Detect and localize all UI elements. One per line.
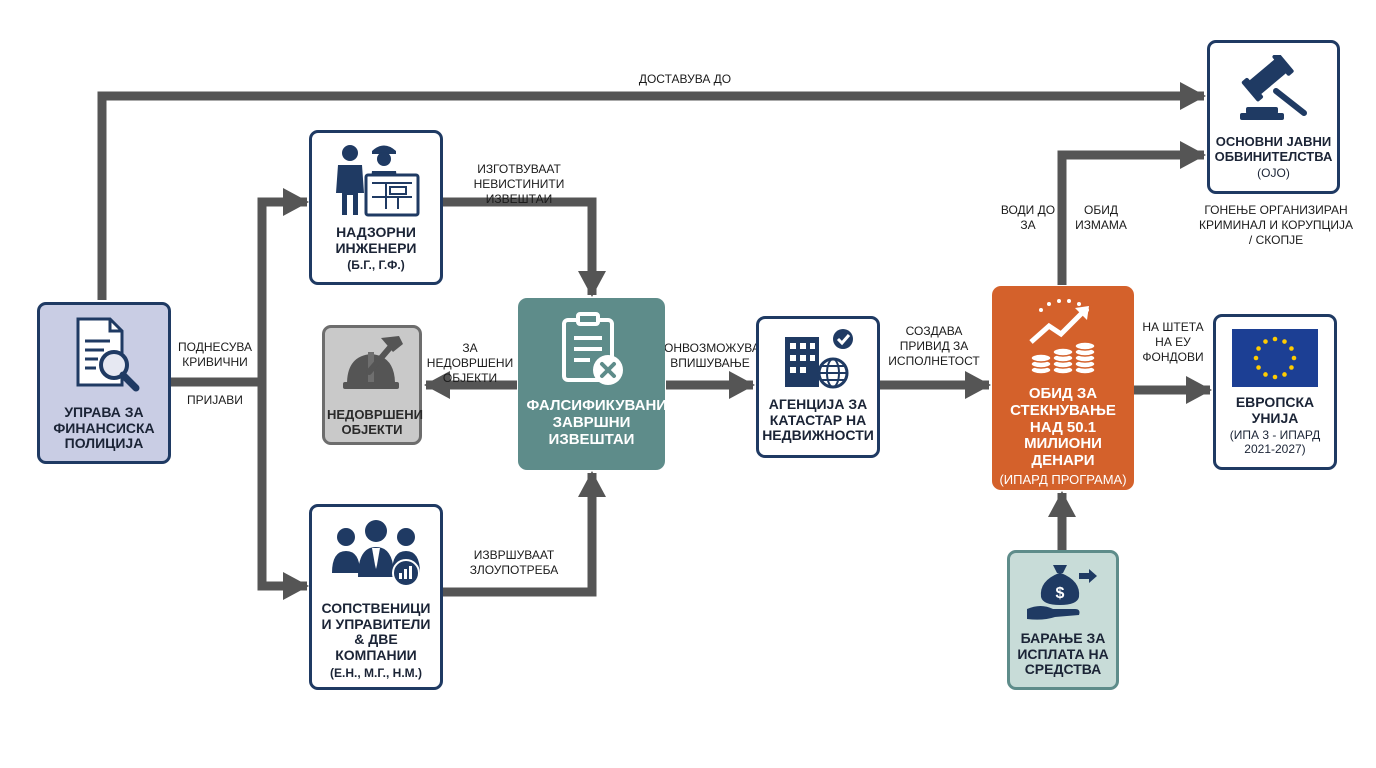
arrow-to-engineers: [257, 188, 309, 382]
edge-label-files: ПОДНЕСУВА КРИВИЧНИ: [178, 340, 252, 369]
node-european-union-label: ЕВРОПСКА УНИЈА: [1235, 394, 1315, 426]
node-financial-police-label: УПРАВА ЗА ФИНАНСИСКА ПОЛИЦИЈА: [53, 404, 155, 452]
node-unfinished-objects: НЕДОВРШЕНИ ОБЈЕКТИ: [322, 325, 423, 445]
node-payment-request-label: БАРАЊЕ ЗА ИСПЛАТА НА СРЕДСТВА: [1017, 630, 1109, 678]
arrow-attempt-to-prosecutor: [1057, 141, 1206, 285]
clipboard-x-icon: [561, 312, 623, 385]
edge-label-fraud-attempt: ОБИД ИЗМАМА: [1075, 203, 1127, 232]
document-search-icon: [76, 317, 140, 392]
edge-label-prepare: ИЗГОТВУВААТ НЕВИСТИНИТИ ИЗВЕШТАИ: [473, 162, 565, 206]
node-financial-police: УПРАВА ЗА ФИНАНСИСКА ПОЛИЦИЈА: [37, 302, 171, 464]
eu-star: [1289, 346, 1294, 351]
engineers-icon: [336, 145, 420, 217]
node-payment-request: $ БАРАЊЕ ЗА ИСПЛАТА НА СРЕДСТВА: [1007, 550, 1119, 690]
arrow-to-owners: [257, 382, 309, 600]
eu-star: [1291, 355, 1297, 361]
edge-label-unfinished: ЗА НЕДОВРШЕНИ ОБЈЕКТИ: [426, 341, 514, 385]
eu-star: [1263, 372, 1268, 377]
node-falsified-reports-label: ФАЛСИФИКУВАНИ ЗАВРШНИ ИЗВЕШТАИ: [526, 397, 668, 448]
arrow-engineers-to-reports: [443, 197, 606, 297]
eu-star: [1272, 336, 1278, 342]
eu-star: [1282, 339, 1287, 344]
building-globe-icon: [785, 329, 853, 389]
gavel-icon: [1239, 55, 1307, 120]
edge-label-commit: ИЗВРШУВААТ ЗЛОУПОТРЕБА: [469, 548, 559, 577]
edge-label-damage: НА ШТЕТА НА ЕУ ФОНДОВИ: [1142, 320, 1204, 364]
eu-funds-growth-icon: [1029, 299, 1096, 375]
node-european-union-sublabel: (ИПА 3 - ИПАРД 2021-2027): [1229, 428, 1321, 456]
node-supervising-engineers-label: НАДЗОРНИ ИНЖЕНЕРИ: [335, 224, 417, 256]
edge-label-files-2: ПРИЈАВИ: [187, 393, 243, 407]
arrow-owners-to-reports: [443, 471, 606, 597]
node-cadastre-agency: АГЕНЦИЈА ЗА КАТАСТАР НА НЕДВИЖНОСТИ: [756, 316, 880, 458]
edge-label-leads: ВОДИ ДО ЗА: [1000, 203, 1056, 232]
node-cadastre-agency-label: АГЕНЦИЈА ЗА КАТАСТАР НА НЕДВИЖНОСТИ: [762, 396, 874, 444]
node-public-prosecutor-sublabel: (OJO): [1257, 166, 1290, 181]
node-acquisition-attempt: ОБИД ЗА СТЕКНУВАЊЕ НАД 50.1 МИЛИОНИ ДЕНА…: [992, 286, 1134, 490]
edge-label-delivers: ДОСТАВУВА ДО: [638, 72, 732, 86]
arrow-police-to-prosecutor: [97, 82, 1206, 300]
edge-label-enables: ОНВОЗМОЖУВА ВПИШУВАЊЕ: [664, 341, 760, 370]
svg-text:$: $: [1056, 585, 1065, 602]
money-bag-hand-icon: $: [1027, 565, 1097, 620]
eu-star: [1272, 374, 1278, 380]
eu-star: [1282, 372, 1287, 377]
node-owners-managers-sublabel: (Е.Н., М.Г., Н.М.): [330, 665, 422, 680]
eu-star: [1253, 355, 1259, 361]
eu-star: [1289, 365, 1294, 370]
node-european-union: ЕВРОПСКА УНИЈА (ИПА 3 - ИПАРД 2021-2027): [1213, 314, 1337, 470]
eu-star: [1263, 339, 1268, 344]
eu-star: [1256, 346, 1261, 351]
node-acquisition-attempt-label: ОБИД ЗА СТЕКНУВАЊЕ НАД 50.1 МИЛИОНИ ДЕНА…: [1010, 385, 1116, 470]
hard-hat-hammer-icon: [343, 336, 403, 389]
node-owners-managers-label: СОПСТВЕНИЦИ И УПРАВИТЕЛИ & ДВЕ КОМПАНИИ: [321, 600, 431, 664]
eu-flag-icon: [1232, 329, 1318, 387]
node-public-prosecutor-label: ОСНОВНИ ЈАВНИ ОБВИНИТЕЛСТВА: [1214, 134, 1333, 164]
node-acquisition-attempt-sublabel: (ИПАРД ПРОГРАМА): [999, 471, 1127, 487]
node-supervising-engineers-sublabel: (Б.Г., Г.Ф.): [347, 258, 405, 273]
edge-label-creates: СОЗДАВА ПРИВИД ЗА ИСПОЛНЕТОСТ: [888, 324, 980, 368]
node-supervising-engineers: НАДЗОРНИ ИНЖЕНЕРИ (Б.Г., Г.Ф.): [309, 130, 443, 285]
business-people-icon: [332, 520, 420, 587]
node-unfinished-objects-label: НЕДОВРШЕНИ ОБЈЕКТИ: [327, 407, 423, 437]
node-owners-managers: СОПСТВЕНИЦИ И УПРАВИТЕЛИ & ДВЕ КОМПАНИИ …: [309, 504, 443, 690]
prosecutor-caption: ГОНЕЊЕ ОРГАНИЗИРАН КРИМИНАЛ И КОРУПЦИЈА …: [1198, 203, 1354, 247]
node-falsified-reports: ФАЛСИФИКУВАНИ ЗАВРШНИ ИЗВЕШТАИ: [518, 298, 668, 470]
node-public-prosecutor: ОСНОВНИ ЈАВНИ ОБВИНИТЕЛСТВА (OJO): [1207, 40, 1340, 194]
eu-star: [1256, 365, 1261, 370]
